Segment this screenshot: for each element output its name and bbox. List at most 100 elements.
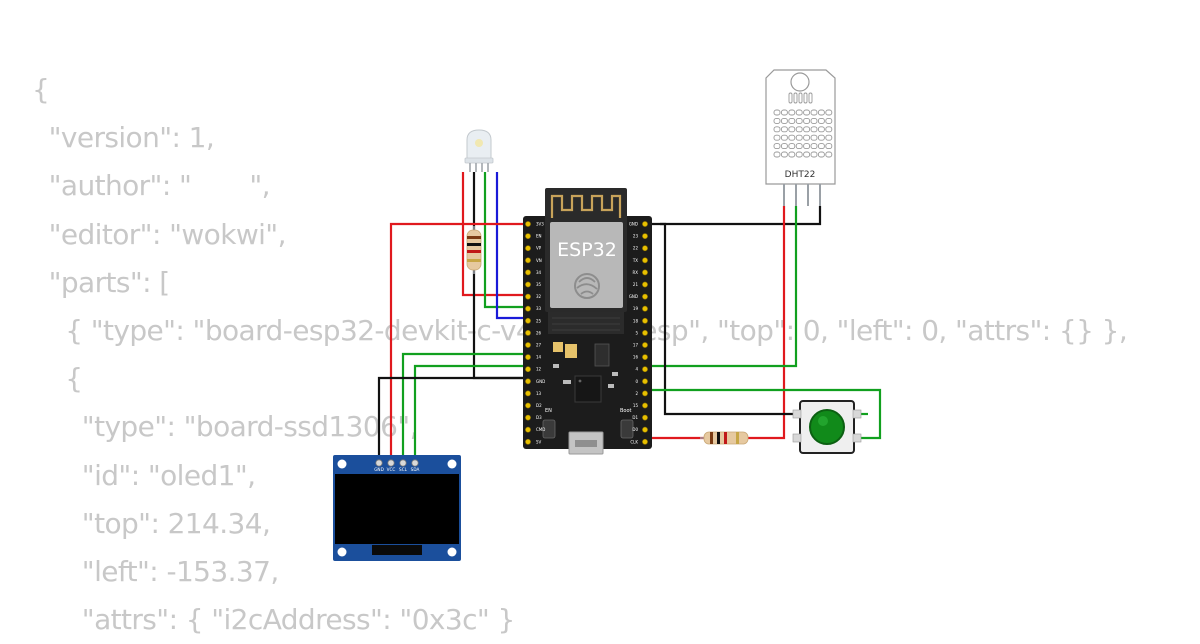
esp-left-pin-35[interactable] [525, 281, 531, 288]
esp-left-pin-32[interactable] [525, 293, 531, 300]
esp-right-pin-5[interactable] [642, 329, 648, 336]
dht22-vent-slot [773, 109, 781, 116]
esp-left-pin-label: 14 [536, 355, 542, 360]
dht22-vent-slot [788, 117, 796, 124]
esp-right-pin-label: 22 [633, 246, 639, 251]
wire-led-red[interactable] [461, 172, 528, 297]
esp-right-pin-23[interactable] [642, 233, 648, 239]
pushbutton-cap[interactable] [809, 409, 845, 445]
rgb-led[interactable] [464, 129, 494, 172]
oled-pin-gnd[interactable] [375, 459, 383, 467]
esp-right-pin-clk[interactable] [642, 438, 648, 445]
oled-pin-label: SDA [411, 467, 420, 472]
esp-left-pin-3v3[interactable] [525, 221, 531, 227]
esp-right-pin-label: 23 [633, 234, 639, 239]
oled-pin-vcc[interactable] [387, 459, 395, 467]
dht22-vent-slot [817, 126, 825, 133]
dht22-vent-slot [825, 151, 833, 158]
esp-left-pin-34[interactable] [525, 269, 531, 276]
esp-left-pin-25[interactable] [525, 317, 531, 324]
dht-pullup-resistor[interactable] [700, 431, 749, 445]
wire-dht-vcc[interactable] [740, 206, 786, 440]
esp-right-pin-gnd[interactable] [642, 221, 648, 227]
esp-left-pin-12[interactable] [525, 366, 531, 373]
esp-left-pin-cmd[interactable] [525, 426, 531, 433]
esp-right-pin-18[interactable] [642, 317, 648, 324]
esp-left-pin-label: CMD [536, 427, 545, 432]
wire-button-signal[interactable] [645, 388, 882, 440]
wire-led-green[interactable] [483, 172, 528, 309]
dht22-vent-slot [788, 126, 796, 133]
esp-left-pin-vp[interactable] [525, 245, 531, 252]
esp-right-pin-label: 5 [635, 330, 638, 335]
pushbutton[interactable] [792, 400, 862, 454]
esp-left-pin-label: 12 [536, 367, 542, 372]
code-line: "version": 1, [32, 121, 215, 155]
esp-left-pin-label: GND [536, 379, 545, 384]
esp-left-pin-14[interactable] [525, 354, 531, 360]
dht22-vent-slot [780, 117, 788, 124]
esp-right-pin-label: CLK [630, 439, 638, 444]
dht22-vent-slot [803, 117, 811, 124]
wire-oled-gnd[interactable] [377, 376, 528, 463]
esp-right-pin-0[interactable] [642, 378, 648, 385]
esp-right-pin-d1[interactable] [642, 414, 648, 421]
dht22-vent-slot [788, 92, 793, 104]
esp-left-pin-label: 25 [536, 318, 542, 323]
esp-left-pin-label: D2 [536, 403, 542, 408]
dht22-vent-slot [795, 134, 803, 141]
esp-left-pin-13[interactable] [525, 390, 531, 397]
esp-right-pin-2[interactable] [642, 390, 648, 397]
esp-left-pin-d2[interactable] [525, 402, 531, 409]
code-line: "left": -153.37, [32, 555, 279, 589]
esp-left-pin-33[interactable] [525, 305, 531, 312]
wire-3v3-oled-vcc[interactable] [389, 222, 528, 463]
esp-right-pin-tx[interactable] [642, 257, 648, 264]
code-line: { [32, 362, 83, 396]
esp-right-pin-gnd[interactable] [642, 293, 648, 300]
esp-left-pin-vn[interactable] [525, 257, 531, 264]
esp-right-pin-d0[interactable] [642, 426, 648, 433]
esp-left-pin-5v[interactable] [525, 438, 531, 445]
esp-left-pin-gnd[interactable] [525, 378, 531, 385]
esp-left-pin-27[interactable] [525, 342, 531, 348]
wire-led-black-lower[interactable] [472, 270, 528, 380]
wire-oled-sda[interactable] [413, 364, 528, 463]
dht22-sensor[interactable]: DHT22 [765, 69, 836, 206]
dht22-vent-slot [788, 143, 796, 150]
wire-dht-gnd[interactable] [645, 206, 822, 226]
dht22-vent-slot [795, 126, 803, 133]
esp-left-pin-en[interactable] [525, 233, 531, 239]
esp-left-pin-label: 5V [536, 439, 542, 444]
esp-right-pin-22[interactable] [642, 245, 648, 252]
esp-right-pin-19[interactable] [642, 305, 648, 312]
wire-oled-scl[interactable] [401, 352, 528, 463]
esp-left-pin-d3[interactable] [525, 414, 531, 421]
esp-right-pin-label: 4 [635, 367, 638, 372]
oled-pin-scl[interactable] [399, 459, 407, 467]
esp-right-pin-label: GND [629, 222, 638, 227]
esp-right-pin-rx[interactable] [642, 269, 648, 276]
esp-left-pin-label: D3 [536, 415, 542, 420]
dht22-vent-slot [810, 109, 818, 116]
esp-right-pin-15[interactable] [642, 402, 648, 409]
dht22-vent-slot [817, 109, 825, 116]
wire-led-blue[interactable] [495, 172, 528, 320]
esp-right-pin-4[interactable] [642, 366, 648, 373]
dht22-vent-slot [795, 143, 803, 150]
code-line: "editor": "wokwi", [32, 217, 287, 251]
esp-right-pin-16[interactable] [642, 354, 648, 360]
wire-button-gnd[interactable] [660, 222, 800, 416]
esp-left-pin-26[interactable] [525, 329, 531, 336]
esp-right-pin-17[interactable] [642, 342, 648, 348]
oled-pin-sda[interactable] [411, 459, 419, 467]
led-resistor[interactable] [466, 226, 482, 274]
esp-left-pin-label: 34 [536, 270, 542, 275]
dht22-vent-slot [780, 151, 788, 158]
code-line: { "type": "board-esp32-devkit-c-v4", "id… [65, 314, 1128, 348]
esp-right-pin-21[interactable] [642, 281, 648, 288]
wire-dht-data[interactable] [645, 206, 798, 368]
